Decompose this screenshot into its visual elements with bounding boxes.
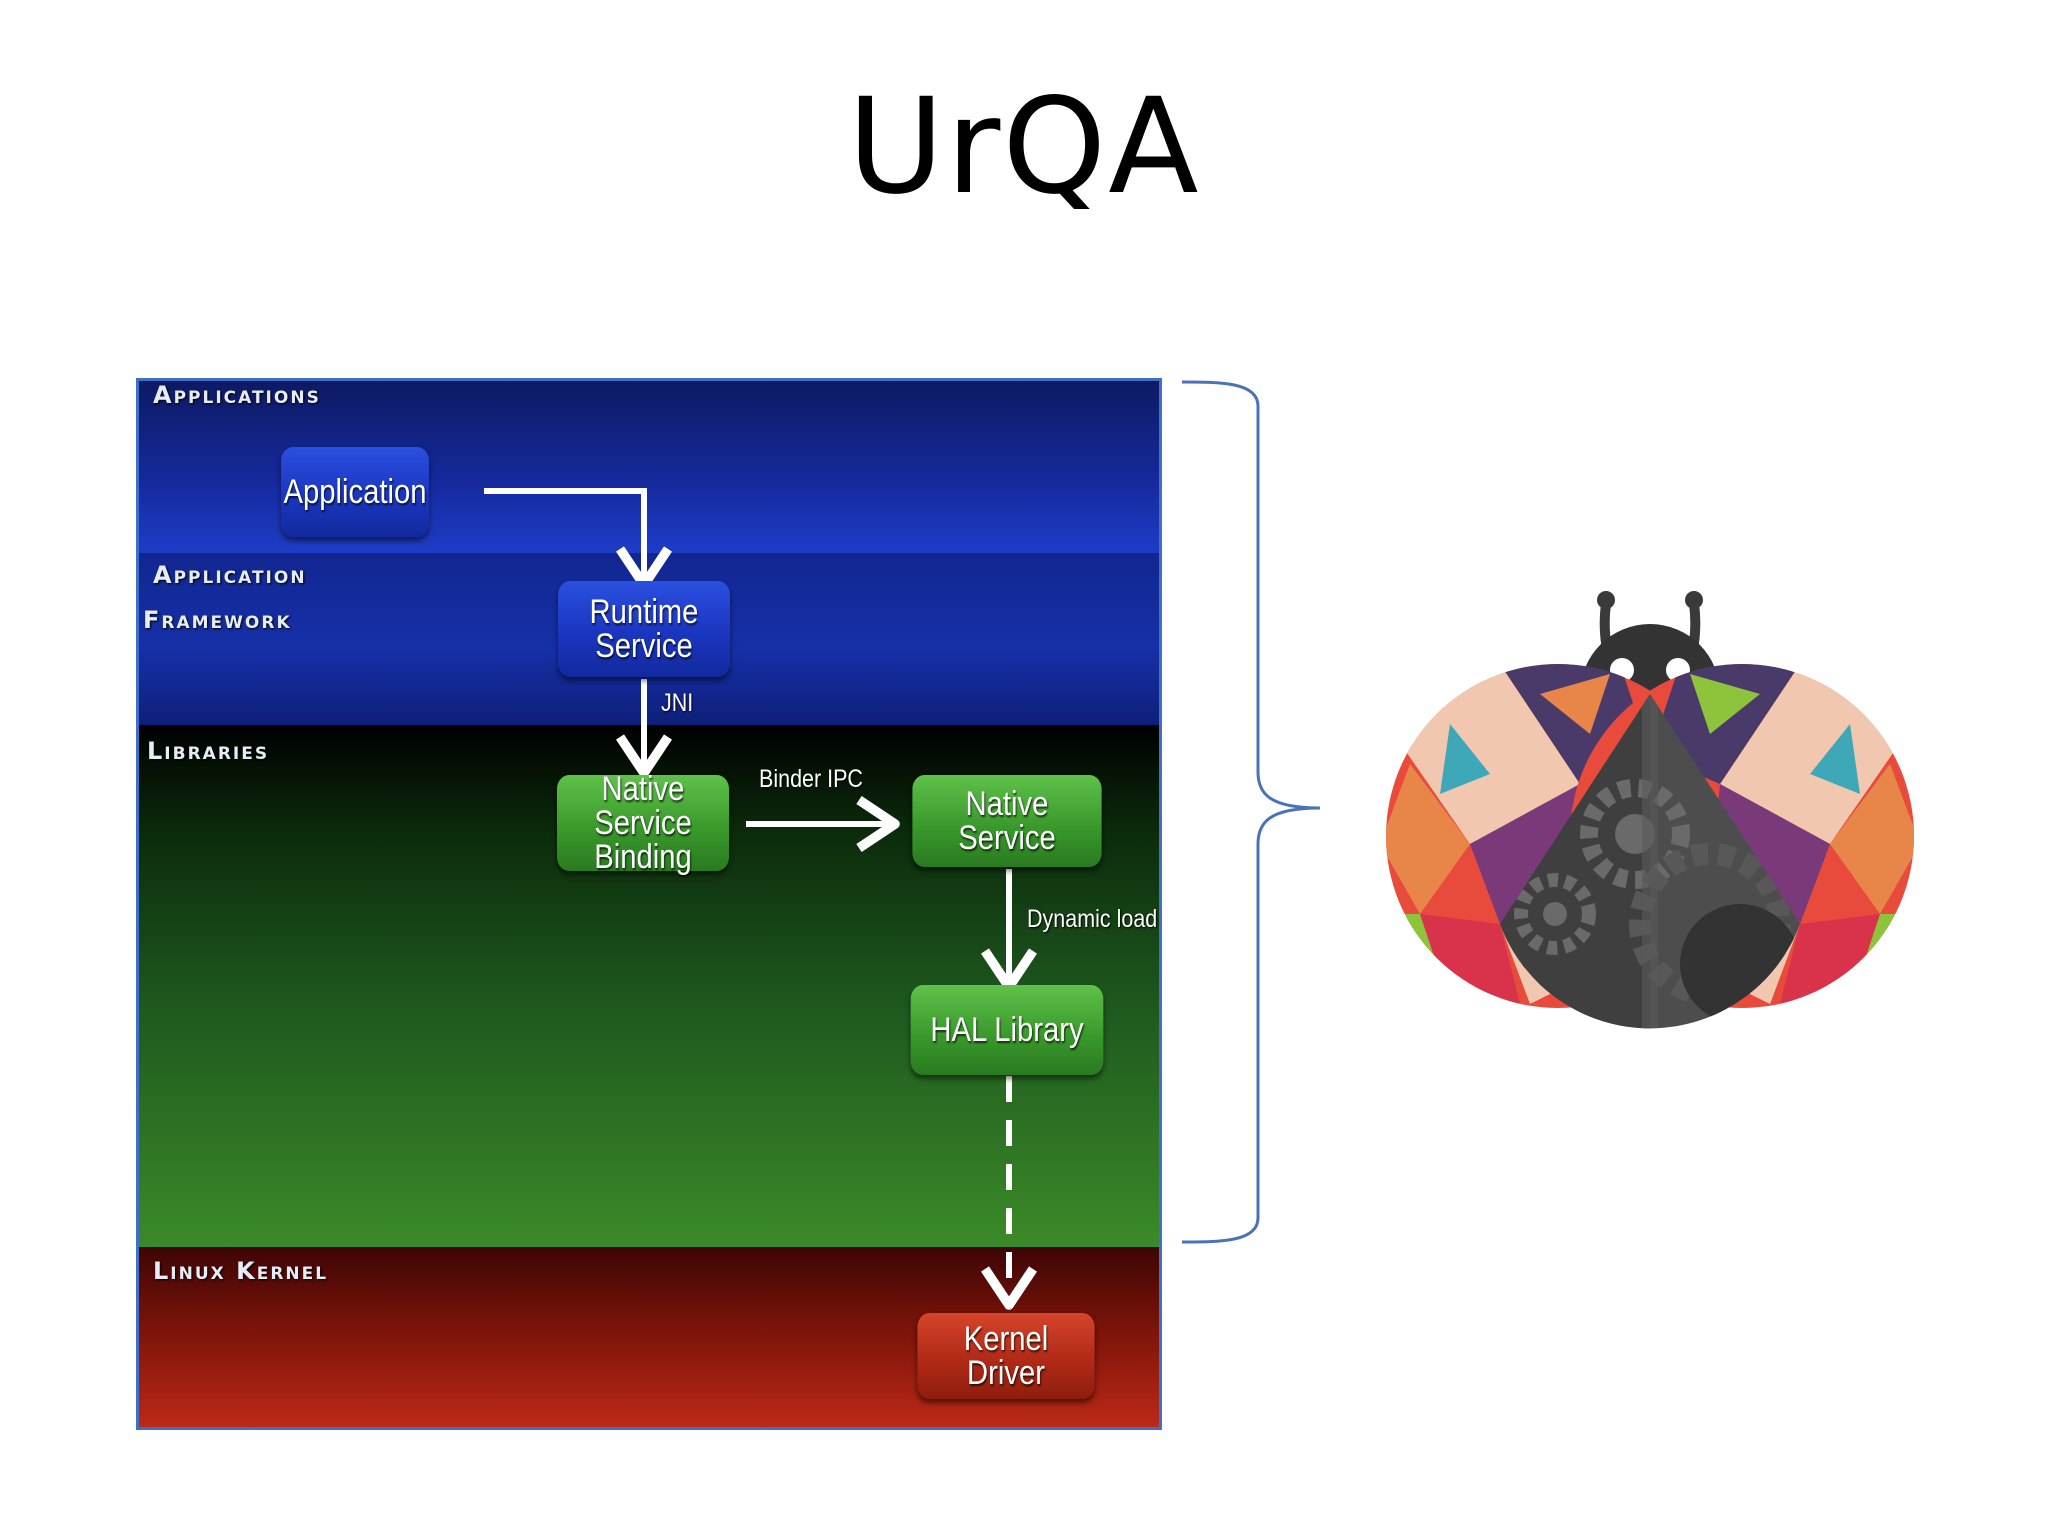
kernel-layer-label: Linux Kernel bbox=[153, 1257, 329, 1285]
kernel-driver-node: Kernel Driver bbox=[917, 1313, 1095, 1399]
native-service-binding-node: Native Service Binding bbox=[557, 772, 729, 874]
framework-layer-label-line1: Application bbox=[153, 561, 307, 589]
ladybug-mascot-icon bbox=[1386, 591, 1914, 1029]
libraries-layer-label: Libraries bbox=[147, 737, 270, 765]
binder-ipc-label: Binder IPC bbox=[759, 765, 863, 793]
framework-layer-label-line2: Framework bbox=[143, 606, 292, 634]
jni-label: JNI bbox=[661, 689, 694, 717]
page-title: UrQA bbox=[847, 70, 1201, 224]
application-node: Application bbox=[281, 447, 429, 537]
runtime-service-node: Runtime Service bbox=[558, 581, 730, 677]
dynamic-load-label: Dynamic load bbox=[1027, 905, 1158, 933]
right-curly-brace bbox=[1181, 380, 1321, 1244]
arrow-application-to-runtime bbox=[484, 488, 672, 590]
applications-layer-label: Applications bbox=[153, 381, 321, 409]
android-architecture-diagram: Applications Application Framework Libra… bbox=[136, 378, 1162, 1430]
hal-library-node: HAL Library bbox=[910, 985, 1104, 1075]
connector-arrows bbox=[484, 488, 1037, 1310]
native-service-node: Native Service bbox=[912, 775, 1102, 867]
